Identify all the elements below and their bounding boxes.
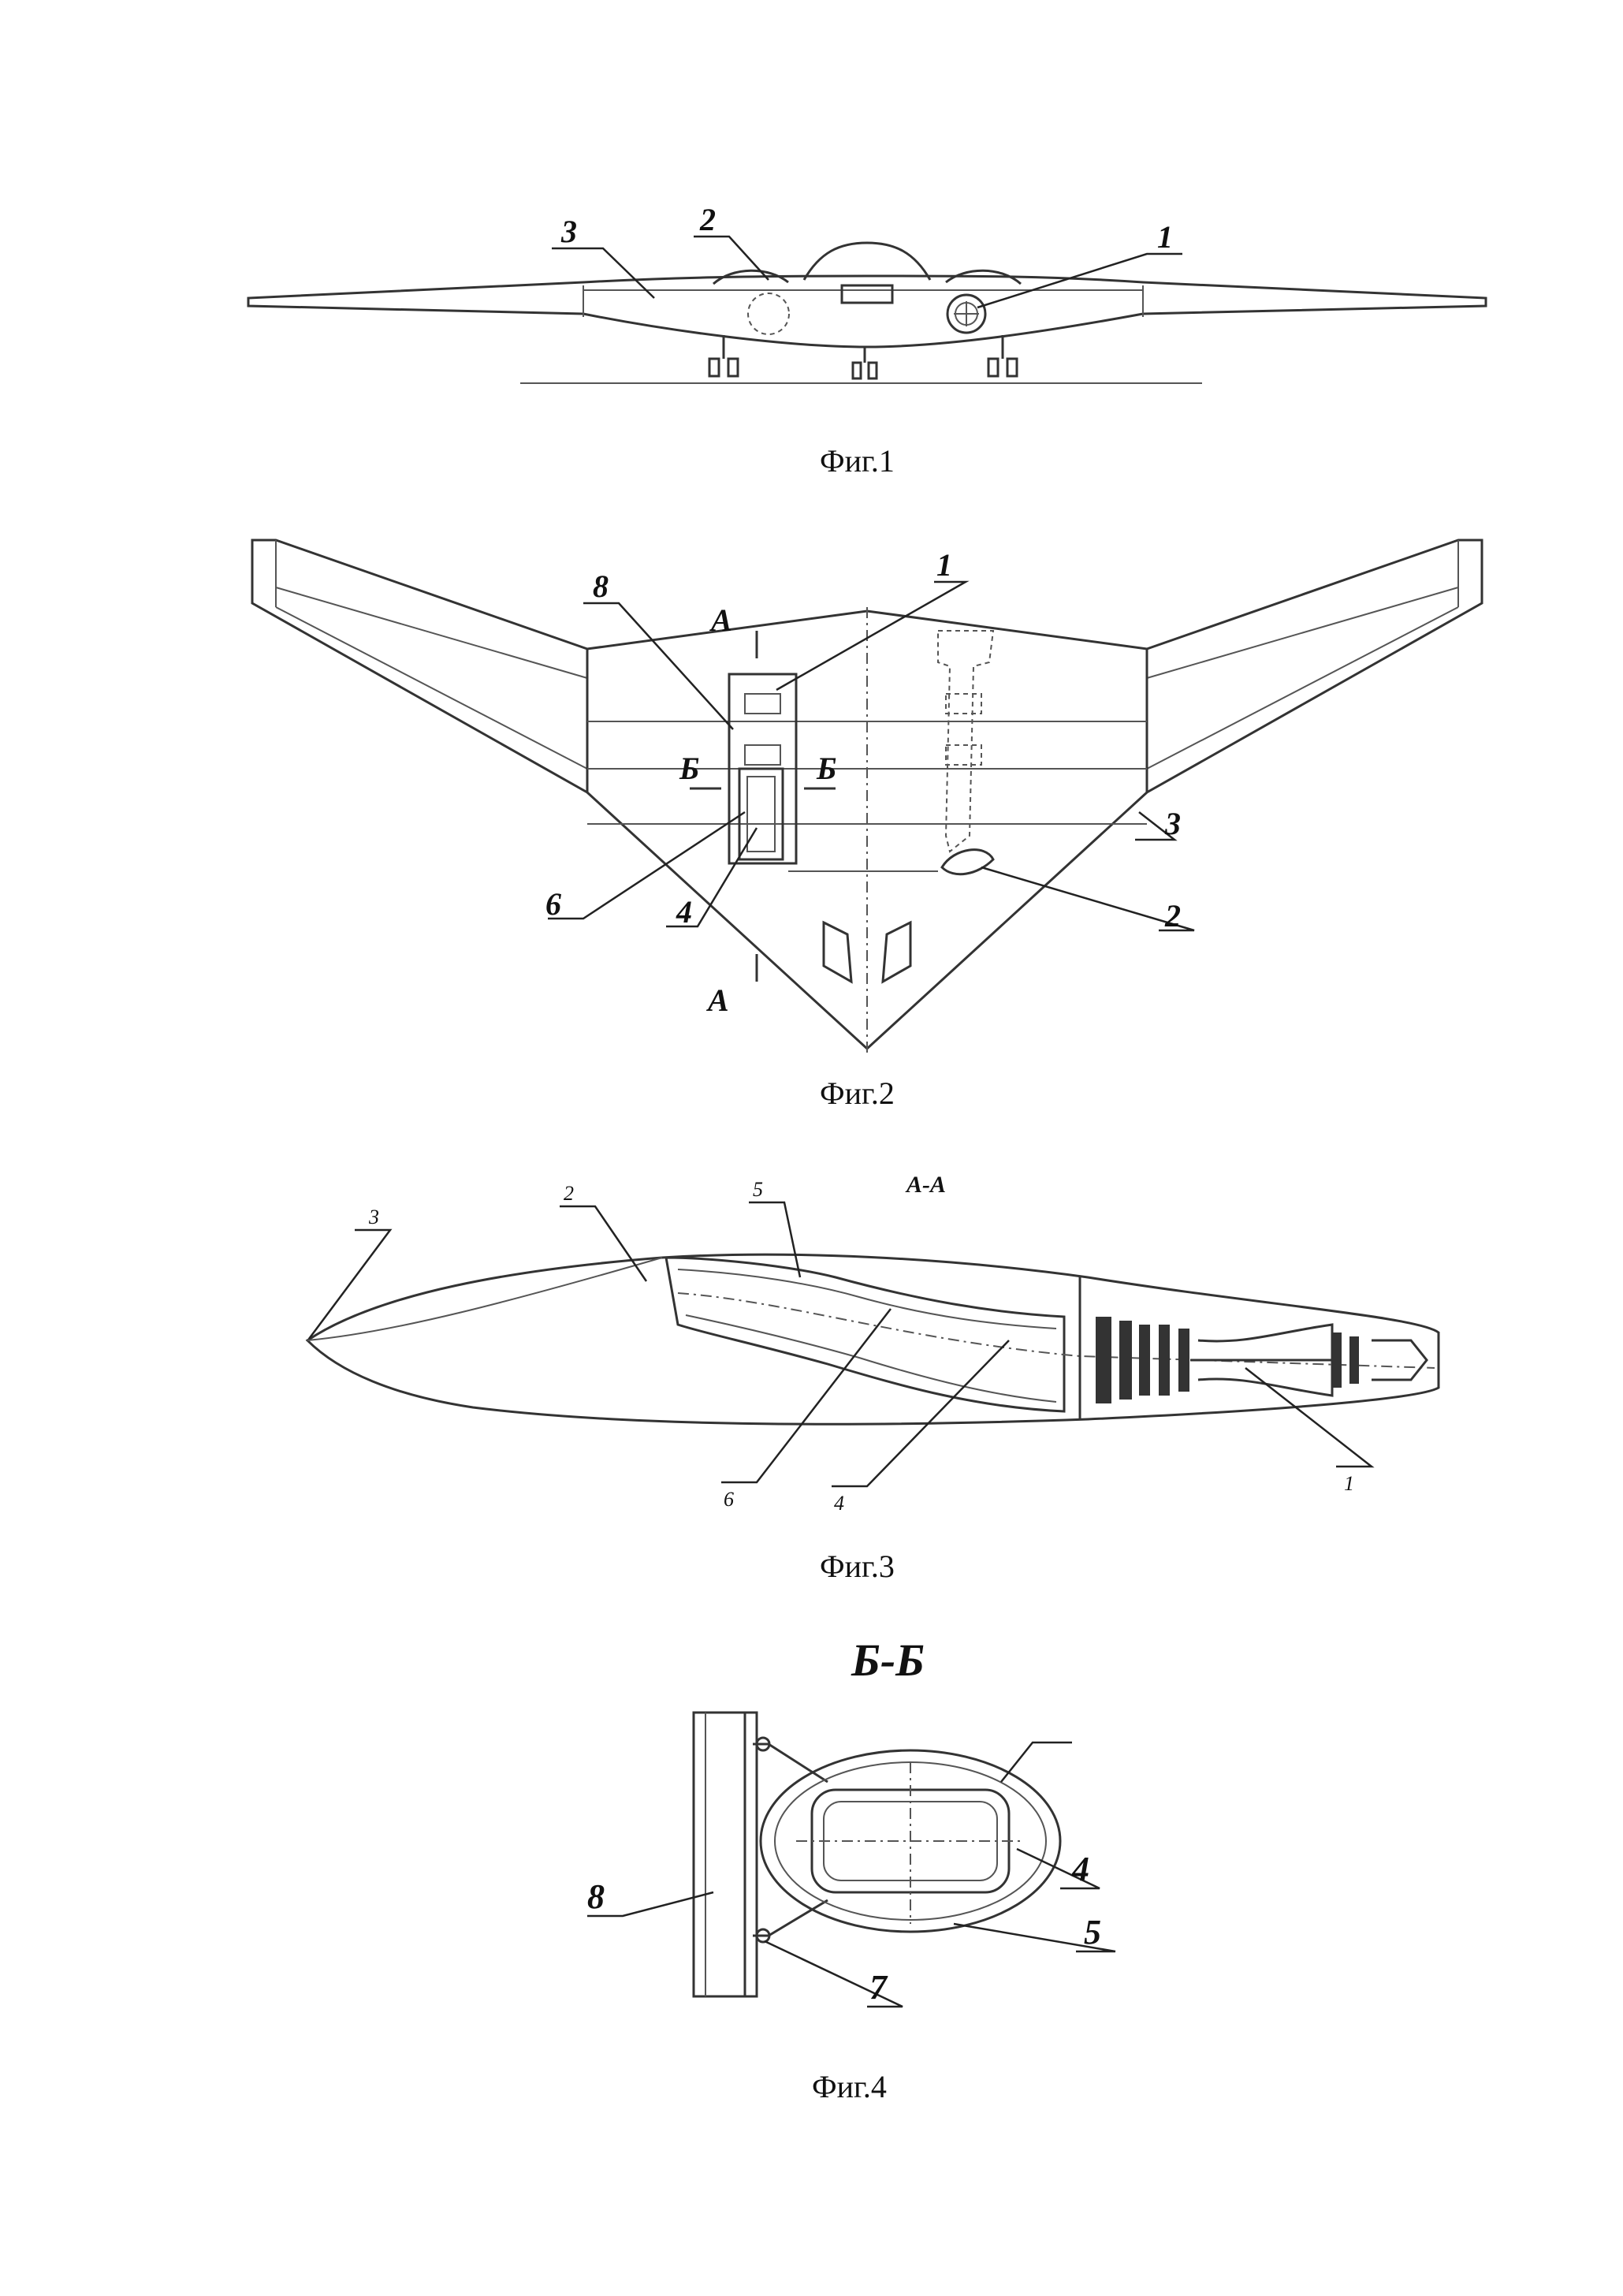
fig3-label-3: 3 (368, 1206, 379, 1228)
fig4-label-4: 4 (1071, 1850, 1089, 1888)
fig2-section-a-bottom: А (705, 982, 729, 1018)
fig1-label-1: 1 (1157, 219, 1173, 255)
beam (692, 1711, 758, 1998)
fig2-section-b-right: Б (816, 751, 836, 786)
fig4-section-title: Б-Б (851, 1634, 925, 1686)
engine-core (1096, 1317, 1428, 1403)
fig3-label-2: 2 (564, 1182, 574, 1205)
figure-3-section-aa: А-А 3 2 5 6 4 (305, 1172, 1440, 1584)
fig2-label-4: 4 (676, 894, 692, 930)
figure-3-caption: Фиг.3 (820, 1549, 895, 1584)
landing-gear-right (987, 335, 1018, 378)
fig1-label-2: 2 (699, 202, 716, 237)
fig3-label-5: 5 (753, 1178, 763, 1201)
fig4-label-8: 8 (587, 1877, 605, 1916)
fig2-label-8: 8 (593, 568, 609, 604)
fig2-section-b-left: Б (679, 751, 699, 786)
fig4-label-7: 7 (869, 1968, 888, 2007)
figure-4-caption: Фиг.4 (812, 2069, 887, 2104)
fig1-label-3: 3 (560, 214, 577, 249)
figure-1-front-view: 3 2 1 Фиг.1 (247, 202, 1487, 479)
figure-1-caption: Фиг.1 (820, 443, 895, 479)
fig3-section-title: А-А (905, 1172, 946, 1198)
figure-2-caption: Фиг.2 (820, 1075, 895, 1111)
fig3-label-4: 4 (834, 1492, 844, 1515)
fig2-label-6: 6 (545, 886, 561, 922)
fig2-label-2: 2 (1164, 898, 1181, 934)
fig2-label-1: 1 (936, 547, 952, 583)
fig4-label-5: 5 (1084, 1913, 1101, 1951)
fig3-label-1: 1 (1344, 1472, 1354, 1495)
landing-gear-nose (851, 347, 878, 380)
duct-left (738, 767, 784, 861)
fig3-label-6: 6 (724, 1488, 734, 1511)
landing-gear-left (708, 335, 739, 378)
fig2-label-3: 3 (1164, 806, 1181, 841)
figure-4-section-bb: Б-Б 8 4 5 7 Фиг.4 (587, 1634, 1116, 2104)
fig2-section-a-top: А (709, 602, 732, 638)
figure-2-plan-view: А А Б Б 1 8 6 4 3 2 Фиг.2 (251, 539, 1483, 1111)
